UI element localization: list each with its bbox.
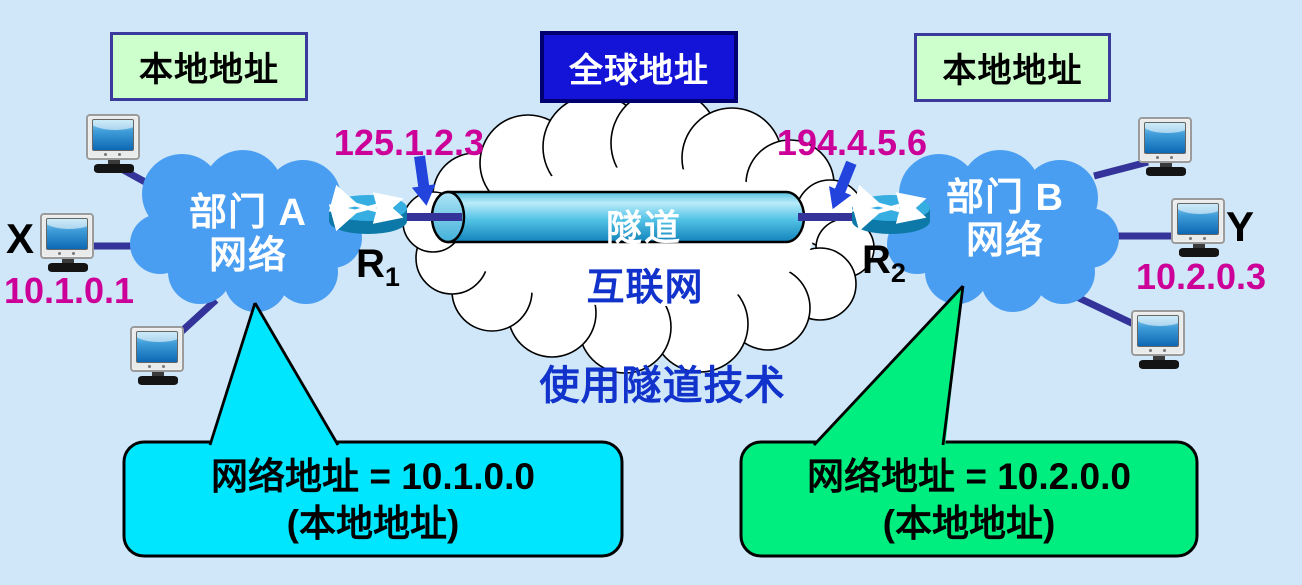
callout-pointers <box>208 285 965 447</box>
tunnel-label: 隧道 <box>605 207 682 248</box>
router-r2-icon <box>851 184 930 234</box>
ip-r2-global: 194.4.5.6 <box>776 122 928 163</box>
label-local-address-right-text: 本地地址 <box>942 52 1083 90</box>
ip-host-x: 10.1.0.1 <box>3 270 135 311</box>
computer-icon <box>130 326 186 390</box>
computer-icon <box>86 114 142 178</box>
ip-r1-global: 125.1.2.3 <box>333 122 485 163</box>
router-r1-icon <box>328 184 407 234</box>
dept-b-line1: 部门 B <box>945 177 1064 219</box>
router-r2-sub: 2 <box>890 258 906 288</box>
router-r1-sub: 1 <box>384 262 400 292</box>
address-arrows <box>411 155 857 210</box>
router-r1-label: R1 <box>356 242 400 293</box>
host-y-label: Y <box>1226 203 1255 250</box>
label-global-address-text: 全球地址 <box>569 51 709 90</box>
dept-a-line1: 部门 A <box>188 192 307 234</box>
callout-b-line1: 网络地址 = 10.2.0.0 <box>807 456 1131 497</box>
callout-a-line2: (本地地址) <box>286 503 460 544</box>
computer-icon-host-y <box>1171 198 1227 262</box>
caption-tunnel-technology: 使用隧道技术 <box>539 364 786 408</box>
internet-label: 互联网 <box>586 267 704 309</box>
callout-network-a-text: 网络地址 = 10.1.0.0 (本地地址) <box>124 444 622 556</box>
router-r1-base: R <box>356 242 385 286</box>
callout-network-b-text: 网络地址 = 10.2.0.0 (本地地址) <box>741 444 1197 556</box>
down-arrow-icon-left <box>411 155 436 206</box>
computer-icon-host-x <box>40 213 96 277</box>
link-cloud-b-pc-top <box>1093 158 1149 180</box>
callout-box-network-b <box>739 440 1199 558</box>
router-r2-base: R <box>862 238 891 282</box>
tunnel-icon <box>430 190 806 244</box>
dept-a-cloud-label: 部门 A 网络 <box>148 192 348 278</box>
router-r2-label: R2 <box>862 238 906 289</box>
label-local-address-left-text: 本地地址 <box>139 51 279 89</box>
dept-b-line2: 网络 <box>965 220 1044 262</box>
callout-a-line1: 网络地址 = 10.1.0.0 <box>211 456 535 497</box>
computer-icon <box>1138 117 1194 181</box>
dept-b-cloud-label: 部门 B 网络 <box>905 177 1105 263</box>
label-local-address-right: 本地地址 <box>914 33 1111 102</box>
dept-a-line2: 网络 <box>208 235 287 277</box>
callout-box-network-a <box>122 440 624 558</box>
callout-b-line2: (本地地址) <box>882 503 1056 544</box>
ip-host-y: 10.2.0.3 <box>1135 256 1267 297</box>
down-arrow-icon-right <box>829 160 857 210</box>
host-x-label: X <box>6 215 35 262</box>
dept-b-cloud <box>887 150 1119 312</box>
computer-icon <box>1131 310 1187 374</box>
dept-a-cloud <box>130 150 362 312</box>
label-local-address-left: 本地地址 <box>110 32 308 101</box>
label-global-address: 全球地址 <box>540 31 738 103</box>
